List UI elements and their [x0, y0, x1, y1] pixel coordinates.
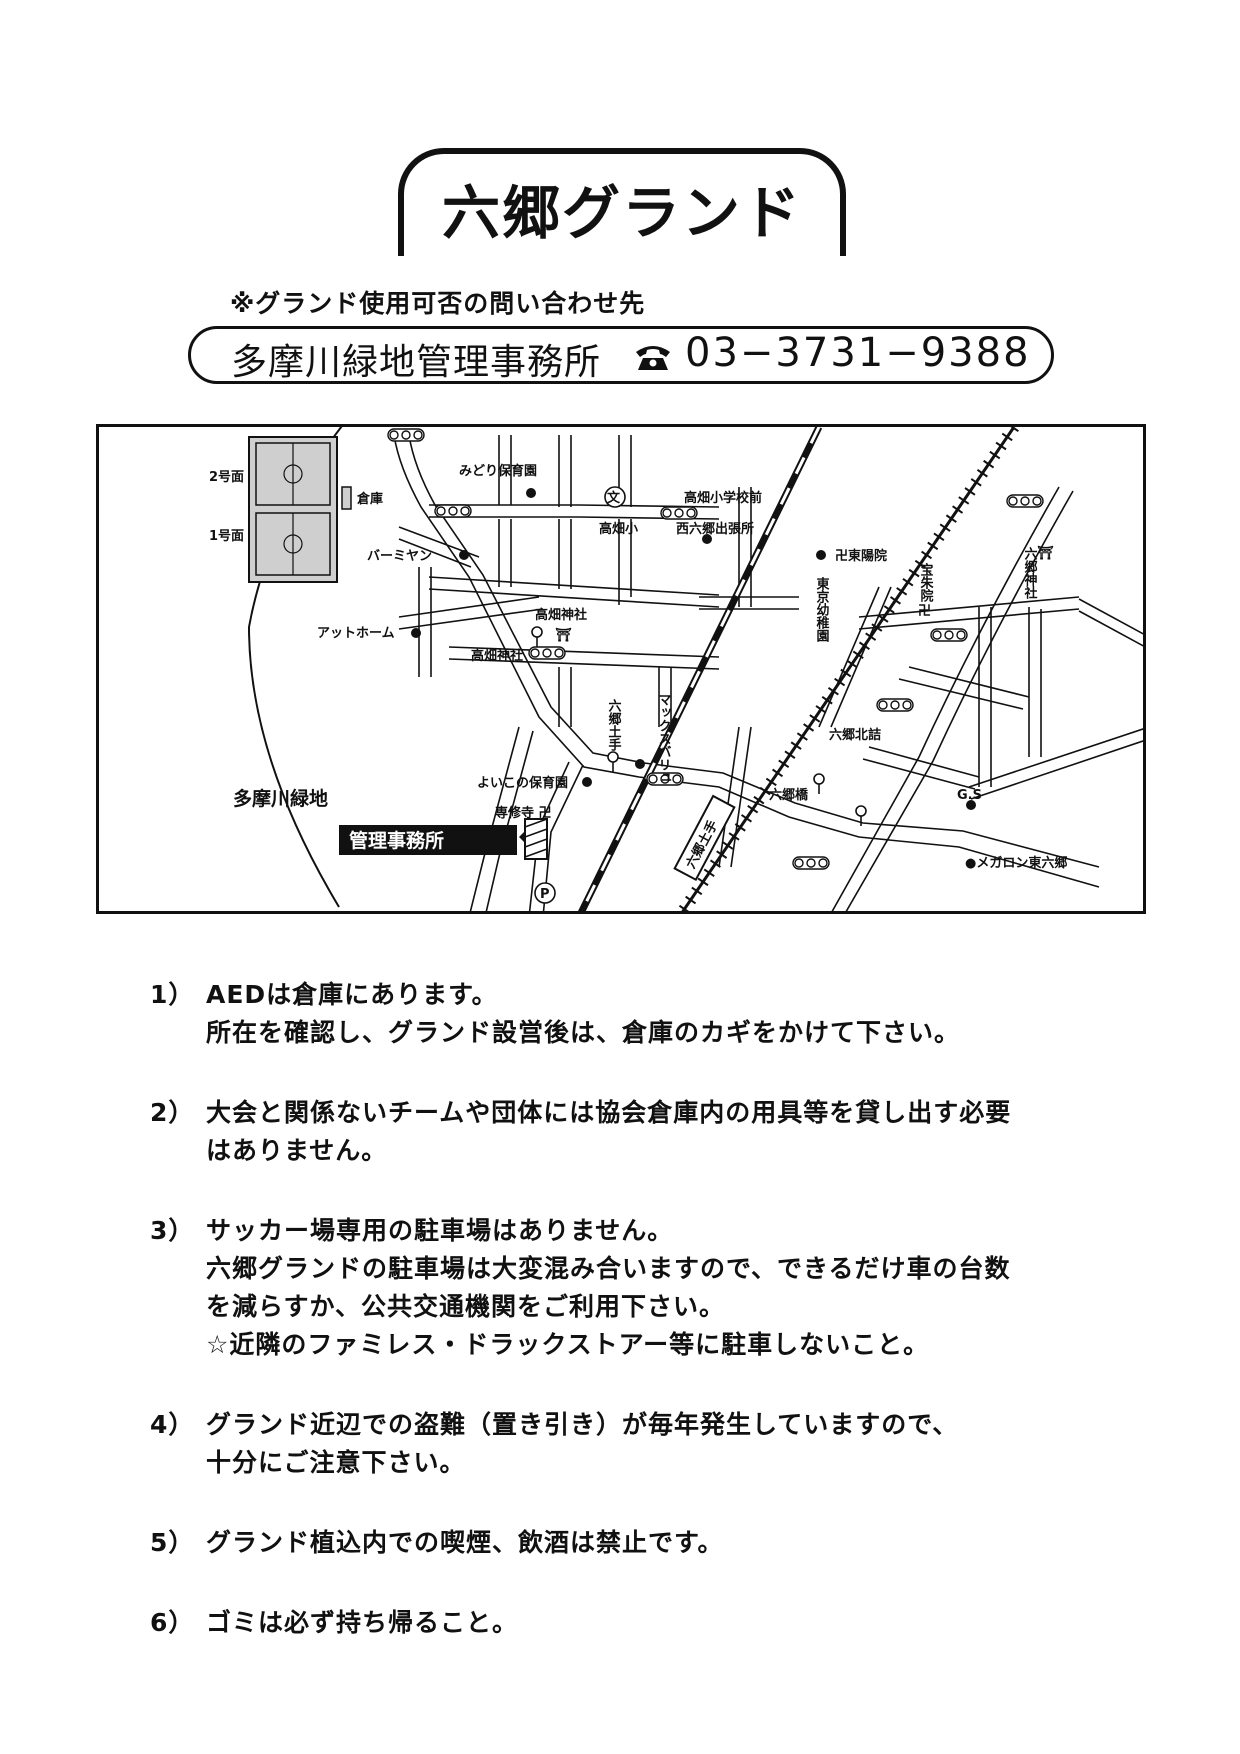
note-line: サッカー場専用の駐車場はありません。 — [206, 1216, 674, 1245]
note-line: はありません。 — [206, 1136, 388, 1165]
note-line: 所在を確認し、グランド設営後は、倉庫のカギをかけて下さい。 — [206, 1018, 961, 1047]
inquiry-note: ※グランド使用可否の問い合わせ先 — [230, 289, 646, 318]
note-number: 1） — [150, 980, 195, 1009]
parking-icon — [534, 882, 556, 904]
note-line: ☆近隣のファミレス・ドラックストアー等に駐車しないこと。 — [206, 1330, 930, 1359]
takahata-shrine-label: 高畑神社 — [471, 648, 523, 664]
hoshuin-label: 宝朱院 — [918, 562, 935, 603]
rokugo-bashi-label: 六郷橋 — [769, 787, 809, 803]
office-pointer — [519, 831, 525, 843]
tokoin-label: 卍東陽院 — [835, 548, 887, 564]
hoshuin-mark: 卍 — [918, 604, 931, 619]
office-name: 多摩川緑地管理事務所 — [231, 342, 602, 383]
note-number: 2） — [150, 1098, 195, 1127]
nishirokugo-office-label: 西六郷出張所 — [676, 521, 754, 537]
yoiko-nursery-label: よいこの保育園 — [477, 775, 568, 791]
note-line: 大会と関係ないチームや団体には協会倉庫内の用具等を貸し出す必要 — [206, 1098, 1012, 1127]
title-frame: 六郷グランド — [398, 148, 846, 256]
note-line: グランド近辺での盗難（置き引き）が毎年発生していますので、 — [206, 1410, 959, 1439]
note-line: を減らすか、公共交通機関をご利用下さい。 — [206, 1292, 726, 1321]
megalon-label: ●メガロン東六郷 — [965, 855, 1067, 871]
field-1-label: 1号面 — [209, 529, 244, 544]
note-item: 3） サッカー場専用の駐車場はありません。 六郷グランドの駐車場は大変混み合いま… — [150, 1212, 1150, 1364]
senshuji-label: 専修寺 卍 — [495, 805, 552, 821]
at-home-label: アットホーム — [317, 626, 395, 641]
note-line: 六郷グランドの駐車場は大変混み合いますので、できるだけ車の台数 — [206, 1254, 1011, 1283]
note-item: 1） AEDは倉庫にあります。 所在を確認し、グランド設営後は、倉庫のカギをかけ… — [150, 976, 1150, 1052]
note-number: 6） — [150, 1608, 195, 1637]
rokugo-shrine-label: 六郷神社 — [1022, 546, 1039, 599]
rokugo-kitazume-label: 六郷北詰 — [829, 727, 881, 743]
gs-label: G.S — [957, 788, 982, 803]
bamiyan-label: バーミヤン — [367, 549, 432, 564]
rokugo-dote-stop-label: 六郷土手 — [606, 698, 622, 752]
note-number: 5） — [150, 1528, 195, 1557]
midori-nursery-label: みどり保育園 — [459, 463, 537, 479]
rokugo-dote-road-sign: 六郷土手 — [673, 794, 736, 882]
note-item: 5） グランド植込内での喫煙、飲酒は禁止です。 — [150, 1524, 1150, 1562]
office-contact-box: 多摩川緑地管理事務所 03−3731−9388 — [188, 326, 1054, 384]
soccer-fields — [248, 436, 352, 583]
note-item: 6） ゴミは必ず持ち帰ること。 — [150, 1604, 1150, 1642]
railway-keikyu — [578, 427, 823, 911]
map-drawing: 2号面 1号面 倉庫 — [209, 427, 1143, 911]
note-item: 2） 大会と関係ないチームや団体には協会倉庫内の用具等を貸し出す必要 はありませ… — [150, 1094, 1150, 1170]
tokyo-kindergarten-label: 東京幼稚園 — [814, 576, 830, 643]
office-label: 管理事務所 — [349, 829, 444, 852]
place-markers — [411, 488, 976, 810]
notes-list: 1） AEDは倉庫にあります。 所在を確認し、グランド設営後は、倉庫のカギをかけ… — [150, 976, 1150, 1684]
area-map: 2号面 1号面 倉庫 — [96, 424, 1146, 914]
note-item: 4） グランド近辺での盗難（置き引き）が毎年発生していますので、 十分にご注意下… — [150, 1406, 1150, 1482]
rokugo-shrine-mark: ⛩ — [1037, 545, 1054, 561]
school-mark: 文 — [607, 490, 621, 506]
school-icon — [604, 486, 626, 508]
takahata-elem-label: 高畑小 — [599, 521, 638, 537]
parking-label: P — [540, 887, 550, 902]
office-building — [524, 818, 548, 860]
maxvalue-label: マックスバリュ — [656, 693, 672, 784]
storage-building — [341, 486, 352, 510]
note-line: ゴミは必ず持ち帰ること。 — [206, 1608, 519, 1637]
note-line: グランド植込内での喫煙、飲酒は禁止です。 — [206, 1528, 724, 1557]
storage-label: 倉庫 — [356, 491, 383, 507]
page-title: 六郷グランド — [441, 179, 802, 247]
telephone-icon — [633, 342, 673, 376]
note-number: 4） — [150, 1410, 195, 1439]
field-2-label: 2号面 — [209, 470, 244, 485]
note-line: AEDは倉庫にあります。 — [206, 980, 498, 1009]
office-label-bg — [339, 825, 517, 855]
phone-number: 03−3731−9388 — [685, 330, 1031, 376]
takahata-shrine-mark: ⛩ — [555, 627, 572, 643]
note-number: 3） — [150, 1216, 195, 1245]
bus-stop-icons — [531, 626, 867, 826]
takahata-elem-front-label: 高畑小学校前 — [684, 490, 762, 506]
takahata-shrine-stop-label: 高畑神社 — [535, 607, 587, 623]
tamagawa-green-label: 多摩川緑地 — [233, 787, 328, 810]
road-network — [393, 434, 1143, 911]
traffic-signals — [387, 428, 1044, 870]
railway-jr — [675, 427, 1019, 911]
note-line: 十分にご注意下さい。 — [206, 1448, 466, 1477]
